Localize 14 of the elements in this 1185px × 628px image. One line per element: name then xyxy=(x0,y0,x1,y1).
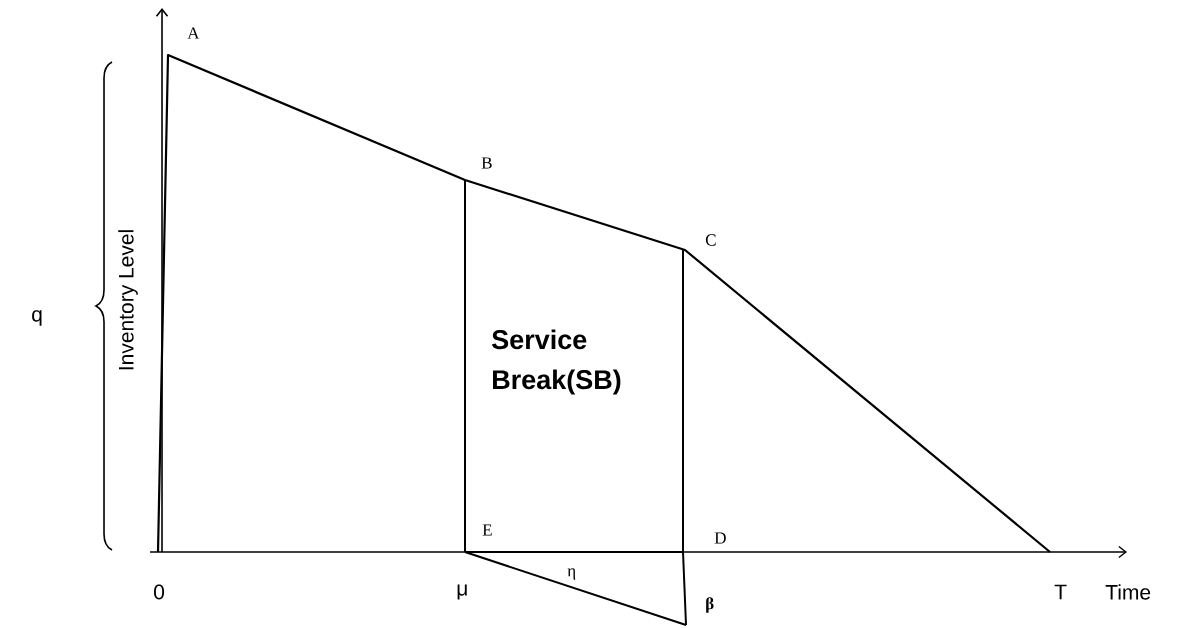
axis-label: μ xyxy=(457,584,467,600)
axis-label: A xyxy=(187,27,200,39)
axis-label: q xyxy=(32,310,42,326)
axis-label: Inventory Level xyxy=(118,230,138,370)
axis-label: E xyxy=(482,524,492,536)
axis-label: Service Break(SB) xyxy=(492,329,621,395)
axis-label: Time xyxy=(1105,584,1151,600)
axis-label: T xyxy=(1054,584,1067,600)
axis-label: η xyxy=(567,568,576,580)
axis-label: C xyxy=(705,234,716,246)
axis-label: 0 xyxy=(154,584,165,600)
axis-label: D xyxy=(714,532,726,544)
axis-label: B xyxy=(481,157,492,169)
axis-label: β xyxy=(706,597,714,613)
